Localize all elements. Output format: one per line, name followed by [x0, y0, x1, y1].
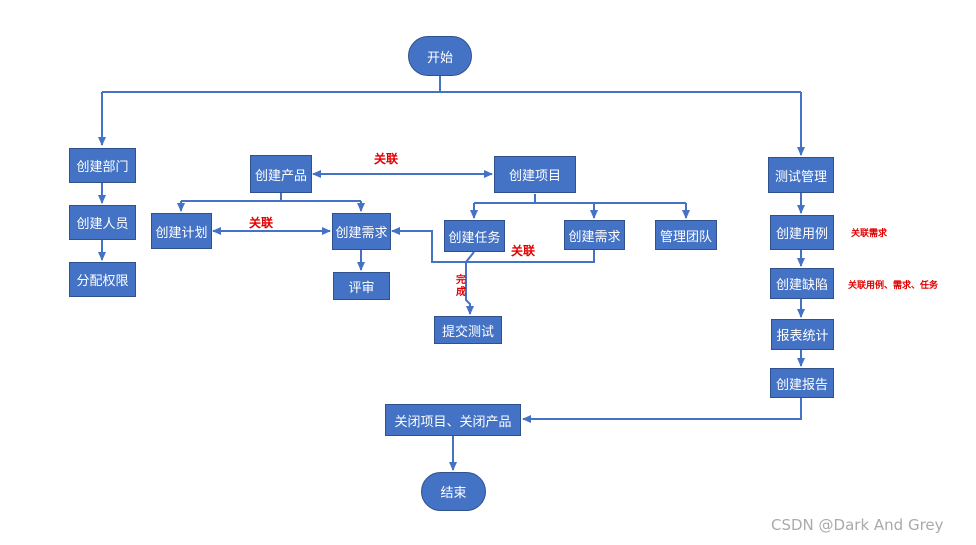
create-requirement-project-node: 创建需求 [564, 220, 625, 250]
review-node: 评审 [333, 272, 390, 300]
link-label-task-requirement: 关联 [511, 244, 536, 258]
create-project-node: 创建项目 [494, 156, 576, 193]
link-requirement-label: 关联需求 [851, 229, 888, 239]
start-node: 开始 [408, 36, 472, 76]
link-label-plan-requirement: 关联 [249, 216, 274, 230]
close-project-product-node: 关闭项目、关闭产品 [385, 404, 521, 436]
create-dept-node: 创建部门 [69, 148, 136, 183]
create-requirement-product-node: 创建需求 [332, 213, 391, 250]
link-case-requirement-task-label: 关联用例、需求、任务 [848, 281, 939, 291]
create-product-node: 创建产品 [250, 155, 312, 193]
create-report-node: 创建报告 [770, 368, 834, 398]
create-plan-node: 创建计划 [151, 213, 212, 249]
connector-task-submit [465, 251, 475, 315]
report-statistics-node: 报表统计 [771, 319, 834, 350]
manage-team-node: 管理团队 [655, 220, 717, 250]
create-staff-node: 创建人员 [69, 205, 136, 240]
assign-permission-node: 分配权限 [69, 262, 136, 297]
create-task-node: 创建任务 [444, 220, 505, 252]
link-label-product-project: 关联 [374, 152, 399, 166]
submit-test-node: 提交测试 [434, 316, 502, 344]
connector-reqproj-to-reqprod [391, 227, 595, 263]
end-node: 结束 [421, 472, 486, 511]
watermark: CSDN @Dark And Grey [771, 516, 944, 534]
done-label: 完成 [456, 275, 466, 298]
test-management-node: 测试管理 [768, 157, 834, 193]
create-bug-node: 创建缺陷 [770, 268, 834, 299]
connector-report-close [522, 398, 802, 423]
create-test-case-node: 创建用例 [770, 215, 834, 250]
